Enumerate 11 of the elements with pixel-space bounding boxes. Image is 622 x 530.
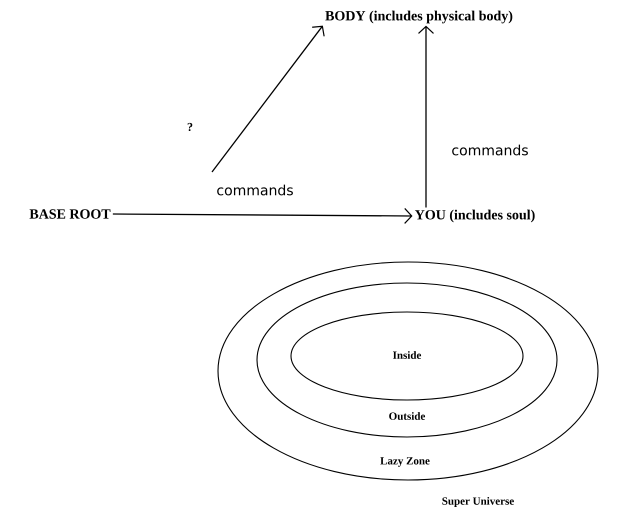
concept-label: YOU (includes soul) [414, 210, 535, 222]
edge-label: ? [188, 122, 192, 132]
arrow [211, 26, 325, 172]
concept-label: BASE ROOT [30, 209, 110, 219]
arrow [418, 26, 434, 208]
edge-label: commands [452, 144, 528, 156]
arrow [112, 208, 413, 224]
concept-label: BODY (includes physical body) [325, 10, 512, 24]
caption-label: Super Universe [442, 497, 514, 507]
ellipse-region: Inside [290, 311, 524, 401]
edge-label: commands [217, 184, 293, 196]
